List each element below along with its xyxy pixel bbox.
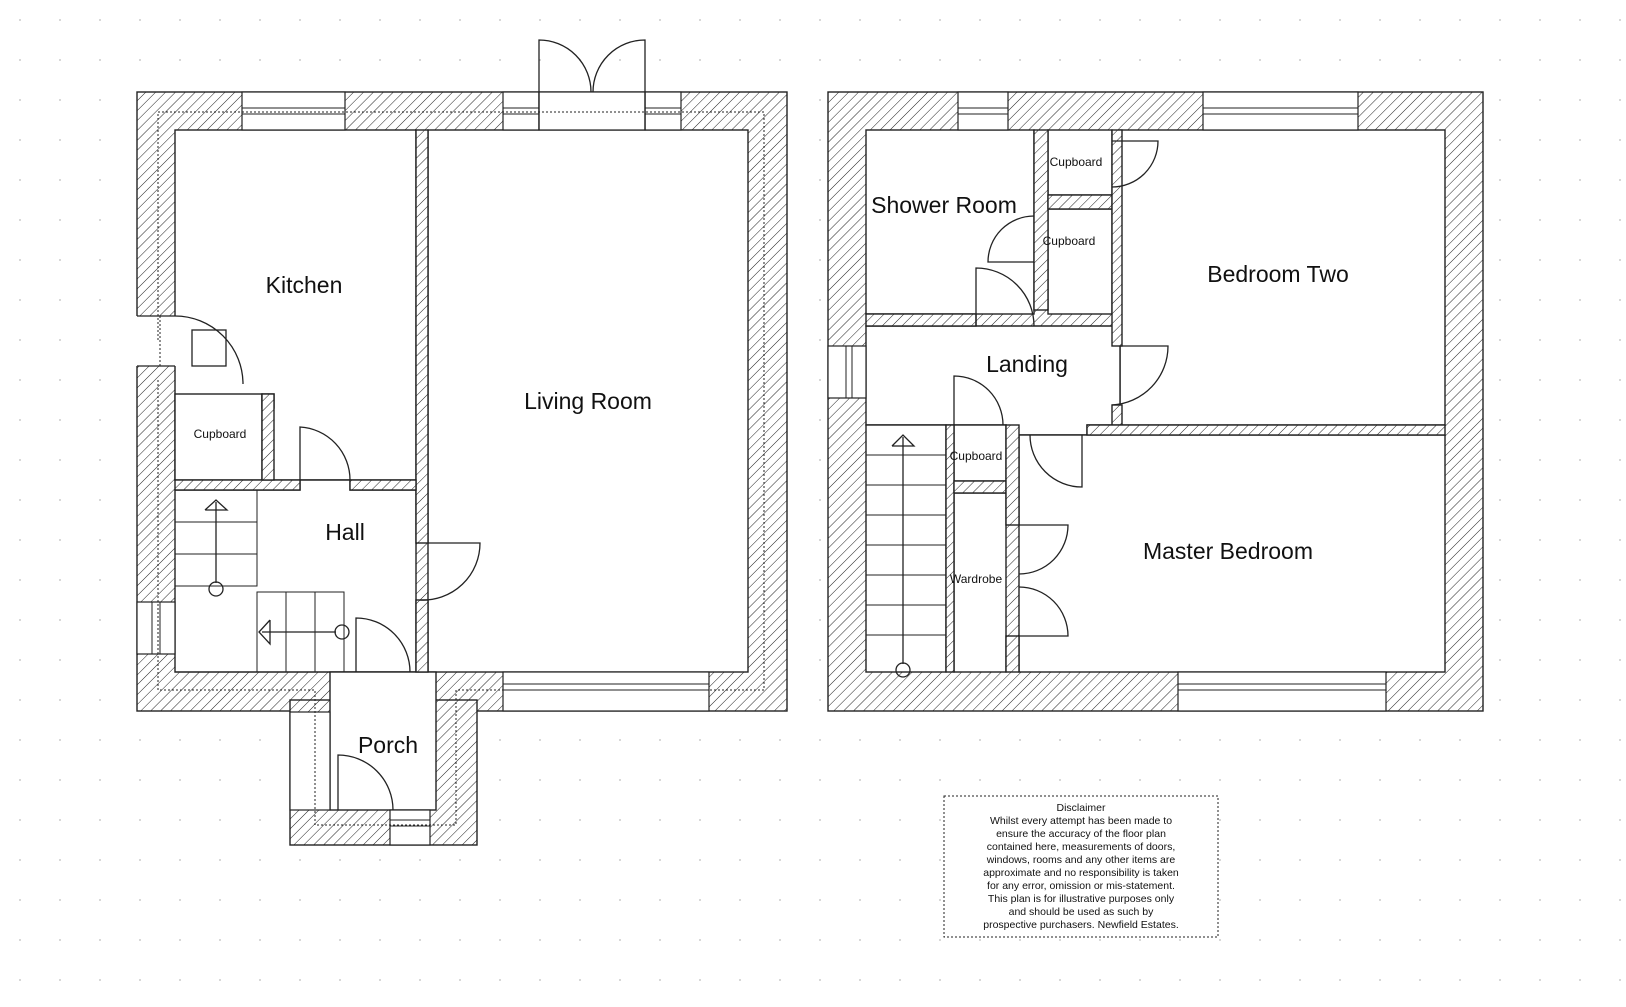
cupboard-mid-door[interactable] (987, 215, 1035, 263)
disclaimer-line: approximate and no responsibility is tak… (983, 867, 1179, 879)
label-bedroom-two: Bedroom Two (1207, 261, 1348, 287)
master-bedroom-area (1018, 434, 1446, 673)
back-door-leaf (191, 329, 227, 367)
french-door-right[interactable] (592, 39, 646, 130)
living-window-front (502, 671, 710, 712)
wardrobe-bedroom-wall (1005, 424, 1020, 526)
french-door-left[interactable] (538, 39, 592, 130)
master-bedroom-door[interactable] (1029, 434, 1083, 488)
disclaimer-line: windows, rooms and any other items are (986, 854, 1176, 866)
label-cupboard-top: Cupboard (1050, 155, 1103, 169)
kitchen-living-wall (415, 129, 429, 544)
stair-wall (945, 424, 955, 673)
landing-cupboard-wall (953, 480, 1007, 494)
kitchen-door[interactable] (299, 426, 351, 481)
shower-room-area (865, 129, 1035, 315)
porch-inner-door[interactable] (355, 617, 411, 673)
disclaimer-line: Whilst every attempt has been made to (990, 815, 1172, 827)
disclaimer-line: prospective purchasers. Newfield Estates… (983, 919, 1179, 931)
porch-window (389, 809, 431, 846)
disclaimer-line: ensure the accuracy of the floor plan (996, 828, 1166, 840)
label-landing: Landing (986, 351, 1068, 377)
shower-landing-wall (865, 313, 977, 327)
label-master-bedroom: Master Bedroom (1143, 538, 1313, 564)
bedroom-divider-wall (1086, 424, 1446, 436)
label-kitchen: Kitchen (266, 272, 343, 298)
wardrobe-door-lower[interactable] (1018, 586, 1069, 637)
shower-window (957, 91, 1009, 131)
kitchen-hall-wall (174, 479, 301, 491)
back-door[interactable] (174, 315, 244, 385)
ground-floor: Kitchen Living Room Hall Porch Cupboard (130, 39, 788, 846)
cupboard-mid-area (1047, 208, 1113, 315)
label-living-room: Living Room (524, 388, 652, 414)
living-window-rear-right (644, 91, 682, 131)
disclaimer-line: This plan is for illustrative purposes o… (988, 893, 1175, 905)
disclaimer-line: for any error, omission or mis-statement… (987, 880, 1175, 892)
shower-cupboard-wall (1033, 129, 1049, 311)
disclaimer-line: and should be used as such by (1009, 906, 1155, 918)
disclaimer-line: contained here, measurements of doors, (987, 841, 1176, 853)
living-window-rear-left (502, 91, 540, 131)
first-floor: Shower Room Cupboard Cupboard Bedroom Tw… (827, 91, 1484, 712)
landing-bedroom-wall (1111, 404, 1123, 426)
living-room-area (427, 129, 749, 673)
shower-room-door[interactable] (975, 267, 1035, 327)
cupboard-top-door[interactable] (1111, 140, 1159, 188)
cupboard-wall-right (261, 393, 275, 481)
label-shower-room: Shower Room (871, 192, 1017, 218)
label-porch: Porch (358, 732, 418, 758)
bedroom-two-window (1202, 91, 1359, 131)
cupboard-bedroom-wall (1111, 129, 1123, 347)
cupboard-top-area (1047, 129, 1113, 196)
french-door-opening (538, 91, 646, 131)
label-ground-cupboard: Cupboard (194, 427, 247, 441)
label-cupboard-mid: Cupboard (1043, 234, 1096, 248)
landing-window (827, 345, 867, 399)
label-landing-cupboard: Cupboard (950, 449, 1003, 463)
first-stairs (866, 434, 946, 678)
hall-area (174, 479, 417, 673)
wardrobe-door-upper[interactable] (1018, 524, 1069, 575)
hall-living-wall (415, 599, 429, 673)
master-window (1177, 671, 1387, 712)
wardrobe-area (953, 492, 1007, 673)
bedroom-two-door[interactable] (1111, 345, 1169, 406)
label-wardrobe: Wardrobe (950, 572, 1003, 586)
porch-door-opening (289, 711, 331, 811)
landing-cupboard-door[interactable] (953, 375, 1004, 426)
ground-stairs (174, 489, 350, 673)
front-door[interactable] (337, 754, 394, 811)
cupboard-divider-wall (1047, 194, 1113, 210)
label-hall: Hall (325, 519, 365, 545)
living-room-door[interactable] (419, 542, 481, 601)
kitchen-hall-wall-right (349, 479, 417, 491)
wardrobe-bedroom-wall-low (1005, 635, 1020, 673)
stair-well (865, 424, 947, 673)
hall-window-side (136, 601, 176, 655)
disclaimer-box: Disclaimer Whilst every attempt has been… (943, 795, 1219, 938)
kitchen-window (241, 91, 346, 131)
disclaimer-title: Disclaimer (1056, 802, 1106, 814)
